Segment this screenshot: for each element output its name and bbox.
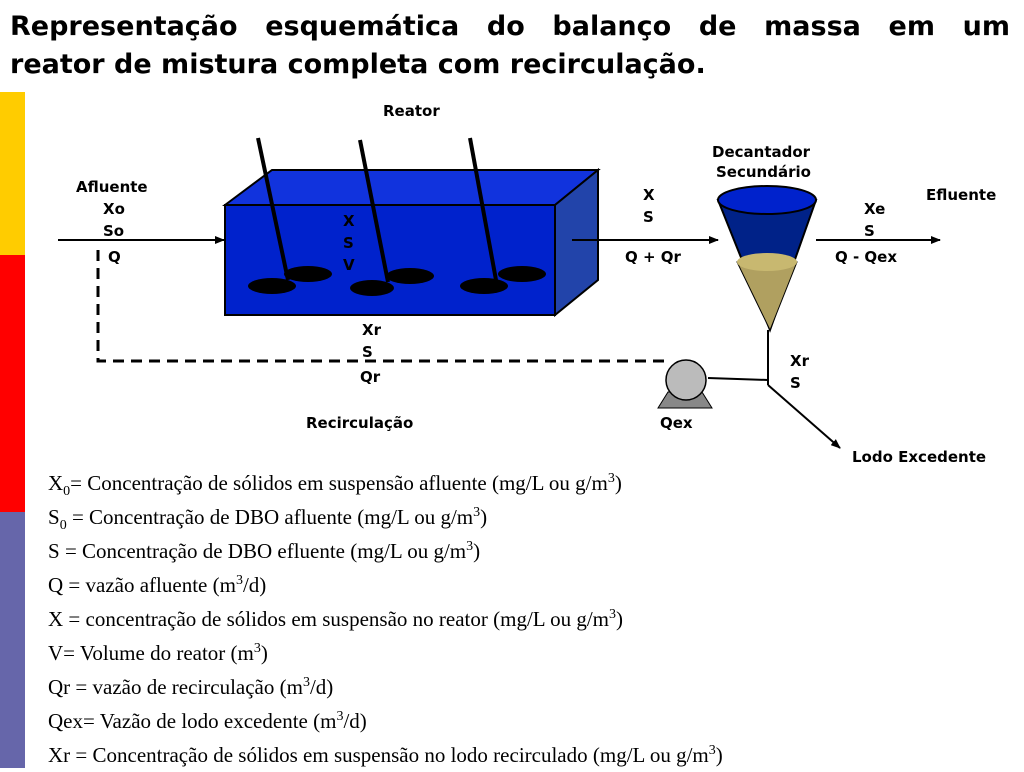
effluent-var-s: S	[864, 222, 875, 240]
legend-item: S0 = Concentração de DBO afluente (mg/L …	[48, 505, 488, 534]
legend-item: Qr = vazão de recirculação (m3/d)	[48, 675, 334, 699]
reactor-label: Reator	[383, 102, 440, 120]
secondary-settler	[716, 185, 818, 333]
reactor-var-s: S	[343, 234, 354, 252]
waste-sludge-arrow	[767, 384, 841, 449]
recycle-var-s: S	[362, 343, 373, 361]
mixer-1	[248, 137, 332, 294]
reactor-top	[221, 169, 601, 206]
legend-item: X = concentração de sólidos em suspensão…	[48, 607, 624, 631]
effluent-var-xe: Xe	[864, 200, 885, 218]
pump-to-underflow-pipe	[707, 377, 769, 381]
pump-label: Qex	[660, 414, 693, 432]
settler-label-1: Decantador	[712, 143, 811, 161]
accent-bar-purple	[0, 512, 25, 768]
legend-item: Xr = Concentração de sólidos em suspensã…	[48, 743, 723, 767]
recirculation-label: Recirculação	[306, 414, 413, 432]
effluent-flow: Q - Qex	[835, 248, 897, 266]
legend-item: X0= Concentração de sólidos em suspensão…	[48, 471, 622, 500]
influent-label: Afluente	[76, 178, 148, 196]
legend-item: S = Concentração de DBO efluente (mg/L o…	[48, 539, 481, 563]
underflow-var-xr: Xr	[790, 352, 810, 370]
accent-bar-yellow	[0, 92, 25, 255]
mixer-2	[350, 139, 434, 296]
reactor-tank	[221, 167, 601, 318]
recirculation-line	[96, 248, 664, 363]
title-line-2: reator de mistura completa com recircula…	[10, 49, 706, 80]
settler-label-2: Secundário	[716, 163, 811, 181]
waste-sludge-label: Lodo Excedente	[852, 448, 986, 466]
recycle-pump	[657, 359, 713, 409]
title-line-1: Representação esquemática do balanço de …	[10, 11, 1010, 42]
recycle-var-qr: Qr	[360, 368, 381, 386]
settler-in-var-x: X	[643, 186, 655, 204]
legend-item: V= Volume do reator (m3)	[48, 641, 268, 665]
legend-item: Qex= Vazão de lodo excedente (m3/d)	[48, 709, 367, 733]
accent-bar-red	[0, 255, 25, 512]
settled-sludge	[736, 261, 798, 332]
reactor-var-x: X	[343, 212, 355, 230]
settler-in-flow: Q + Qr	[625, 248, 682, 266]
legend-item: Q = vazão afluente (m3/d)	[48, 573, 267, 597]
legend: X0= Concentração de sólidos em suspensão…	[48, 466, 723, 772]
influent-var-so: So	[103, 222, 124, 240]
reactor-var-v: V	[343, 256, 355, 274]
effluent-label: Efluente	[926, 186, 996, 204]
influent-var-q: Q	[108, 248, 121, 266]
mixer-3	[460, 137, 546, 294]
settler-in-var-s: S	[643, 208, 654, 226]
recycle-var-xr: Xr	[362, 321, 382, 339]
reactor-front	[224, 204, 556, 316]
page-title: Representação esquemática do balanço de …	[10, 8, 1010, 84]
underflow-var-s: S	[790, 374, 801, 392]
influent-var-xo: Xo	[103, 200, 125, 218]
